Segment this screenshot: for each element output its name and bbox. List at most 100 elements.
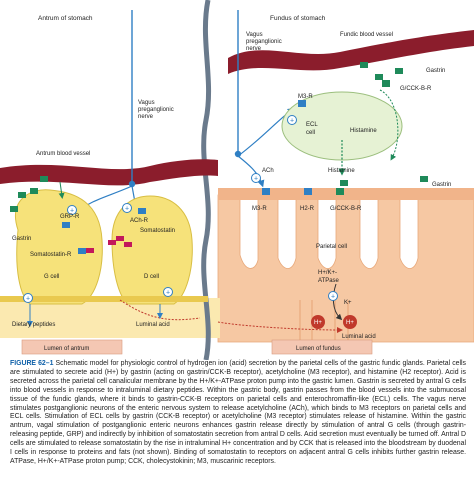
somatostatin-granule xyxy=(86,248,94,253)
somatostatin-receptor xyxy=(78,248,86,254)
nerve-branch-parietal xyxy=(237,155,265,188)
m3r-parietal-label: M3-R xyxy=(252,206,267,212)
plus-symbol: + xyxy=(125,206,129,213)
g-cell-group xyxy=(15,189,103,305)
antrum-basal xyxy=(0,298,220,338)
gastrin-granule xyxy=(18,192,26,198)
lumen-fundus-label: Lumen of fundus xyxy=(296,346,341,352)
antrum-title: Antrum of stomach xyxy=(38,15,93,22)
h2-receptor xyxy=(304,188,312,195)
lumen-antrum-label: Lumen of antrum xyxy=(44,346,89,352)
somatostatin-granule xyxy=(108,240,116,245)
gastrin-granule xyxy=(395,68,403,74)
caption-text: Schematic model for physiologic control … xyxy=(10,360,467,465)
fundus-tissue xyxy=(217,188,474,343)
figure-caption: FIGURE 62–1 Schematic model for physiolo… xyxy=(10,360,466,467)
vagus-right-line2: preganglionic xyxy=(246,39,282,45)
somatostatin-granule xyxy=(116,236,124,241)
plus-symbol: + xyxy=(26,296,30,303)
vagus-left-line1: Vagus xyxy=(138,100,155,106)
gastrin-granules xyxy=(10,62,428,212)
g-cell-label: G cell xyxy=(44,274,59,280)
plus-sign-pump xyxy=(328,291,338,301)
antrum-blood-vessel xyxy=(0,159,218,186)
lumen-fundus-box xyxy=(271,339,373,355)
gastrin-granule xyxy=(30,188,38,194)
h-ion-left xyxy=(311,315,325,329)
fundic-vessel-label: Fundic blood vessel xyxy=(340,32,393,38)
gastrin-secretion-arrow xyxy=(58,181,65,199)
gastrin-granule xyxy=(375,74,383,80)
histamine-mid-label: Histamine xyxy=(328,168,355,174)
vagus-left-line3: nerve xyxy=(138,114,154,120)
plus-signs xyxy=(23,115,297,303)
d-cell-group xyxy=(111,195,193,305)
m3r-ecl-label: M3-R xyxy=(298,94,313,100)
luminal-acid-right-label: Luminal acid xyxy=(342,334,376,340)
histamine-ecl-label: Histamine xyxy=(350,128,377,134)
vagus-right-line1: Vagus xyxy=(246,32,263,38)
plus-symbol: + xyxy=(70,208,74,215)
somatostatin-granules xyxy=(86,236,132,253)
plus-sign xyxy=(251,173,261,183)
d-cell xyxy=(111,195,193,305)
plus-sign xyxy=(163,287,173,297)
plus-sign xyxy=(67,205,77,215)
h2r-label: H2-R xyxy=(300,206,315,212)
parietal-cell-label: Parietal cell xyxy=(316,244,347,250)
hk-atpase-label-1: H+/K+- xyxy=(318,270,337,276)
ach-receptor xyxy=(138,208,146,214)
gastrin-granule xyxy=(340,180,348,186)
ganglion-left xyxy=(128,180,136,188)
g-cell xyxy=(15,189,103,305)
gastrin-top-label: Gastrin xyxy=(426,68,445,74)
plus-sign xyxy=(287,115,297,125)
gastrin-granule xyxy=(40,176,48,182)
gcckb-parietal-label: G/CCK-B-R xyxy=(330,206,362,212)
plus-symbol: + xyxy=(290,118,294,125)
gastrin-granule xyxy=(360,62,368,68)
gastrin-to-ecl-arrow xyxy=(379,89,399,161)
antrum-apical-border xyxy=(0,296,208,302)
fundus-title: Fundus of stomach xyxy=(270,15,326,22)
dietary-peptides-label: Dietary peptides xyxy=(12,322,55,328)
ach-label: ACh xyxy=(262,168,274,174)
gastrin-granule xyxy=(420,176,428,182)
plus-sign-labels: + + + + + + + xyxy=(26,118,335,303)
acid-flow-arrow xyxy=(217,321,343,333)
ecl-cell-label-1: ECL xyxy=(306,122,318,128)
fundic-blood-vessel xyxy=(228,30,474,74)
h-plus-label-left: H+ xyxy=(314,320,322,326)
plus-symbol: + xyxy=(254,176,258,183)
basolateral-border xyxy=(218,188,474,200)
k-plus-label: K+ xyxy=(344,300,352,306)
antrum-mucosa xyxy=(0,298,220,338)
gcckb-top-label: G/CCK-B-R xyxy=(400,86,432,92)
ganglion-right xyxy=(234,150,242,158)
h-ion-right xyxy=(343,315,357,329)
figure-label: FIGURE 62–1 xyxy=(10,360,54,367)
somatostatin-granule xyxy=(124,242,132,247)
antrum-vessel-label: Antrum blood vessel xyxy=(36,151,90,157)
grp-receptor xyxy=(62,222,70,228)
m3-receptor-ecl xyxy=(298,100,306,107)
plus-sign xyxy=(23,293,33,303)
somatostatin-r-label: Somatostatin-R xyxy=(30,252,72,258)
somatostatin-label: Somatostatin xyxy=(140,228,175,234)
luminal-acid-left-label: Luminal acid xyxy=(136,322,170,328)
ecl-cell xyxy=(281,91,403,161)
diagram-canvas: + + + + + + + Antrum of stomach Fundus o… xyxy=(0,0,474,360)
h-plus-label-right: H+ xyxy=(346,320,354,326)
k-uptake-arrow xyxy=(332,283,343,321)
parietal-cell-body xyxy=(217,191,474,343)
plus-symbol: + xyxy=(331,294,335,301)
ach-r-label: ACh-R xyxy=(130,218,149,224)
ecl-cell-label-2: cell xyxy=(306,130,315,136)
gastrin-left-label: Gastrin xyxy=(12,236,31,242)
gastrin-granule xyxy=(10,206,18,212)
gcckb-receptor-parietal xyxy=(336,188,344,195)
plus-symbol: + xyxy=(166,290,170,297)
vagus-right-line3: nerve xyxy=(246,46,262,52)
d-cell-label: D cell xyxy=(144,274,159,280)
proton-pump xyxy=(311,283,357,329)
